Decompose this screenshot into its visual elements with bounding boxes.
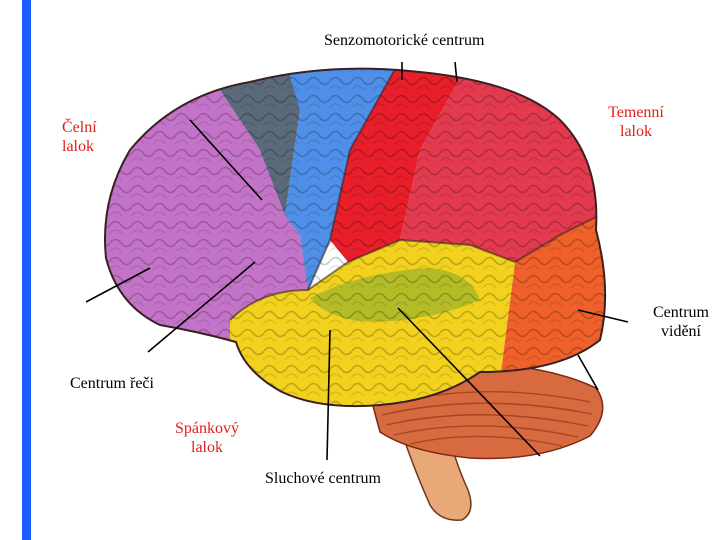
leader-lines	[85, 61, 629, 461]
label-visual-line2: vidění	[661, 323, 701, 340]
label-temporal-lobe: Spánkový lalok	[168, 419, 246, 457]
label-sensorimotor: Senzomotorické centrum	[324, 32, 485, 49]
label-frontal-lobe: Čelní lalok	[62, 118, 97, 156]
label-temporal-line2: lalok	[191, 439, 223, 456]
leader-auditory	[326, 329, 331, 461]
leader-temporal-deep	[397, 307, 541, 457]
leader-speech-2	[147, 261, 256, 353]
leader-visual	[577, 309, 629, 323]
label-parietal-lobe: Temenní lalok	[600, 103, 672, 141]
leader-sensorimotor-right	[454, 61, 458, 83]
label-parietal-line1: Temenní	[608, 104, 664, 121]
label-temporal-line1: Spánkový	[175, 420, 239, 437]
label-frontal-line2: lalok	[62, 138, 94, 155]
label-visual-center: Centrum vidění	[644, 303, 718, 341]
label-auditory-center: Sluchové centrum	[265, 470, 381, 487]
label-speech-center: Centrum řeči	[70, 375, 154, 392]
leader-speech-1	[85, 267, 151, 303]
accent-bar	[0, 0, 34, 540]
label-visual-line1: Centrum	[653, 304, 709, 321]
leader-frontal	[189, 119, 263, 201]
label-frontal-line1: Čelní	[62, 119, 97, 136]
leader-visual-lower	[577, 354, 599, 391]
label-parietal-line2: lalok	[620, 123, 652, 140]
